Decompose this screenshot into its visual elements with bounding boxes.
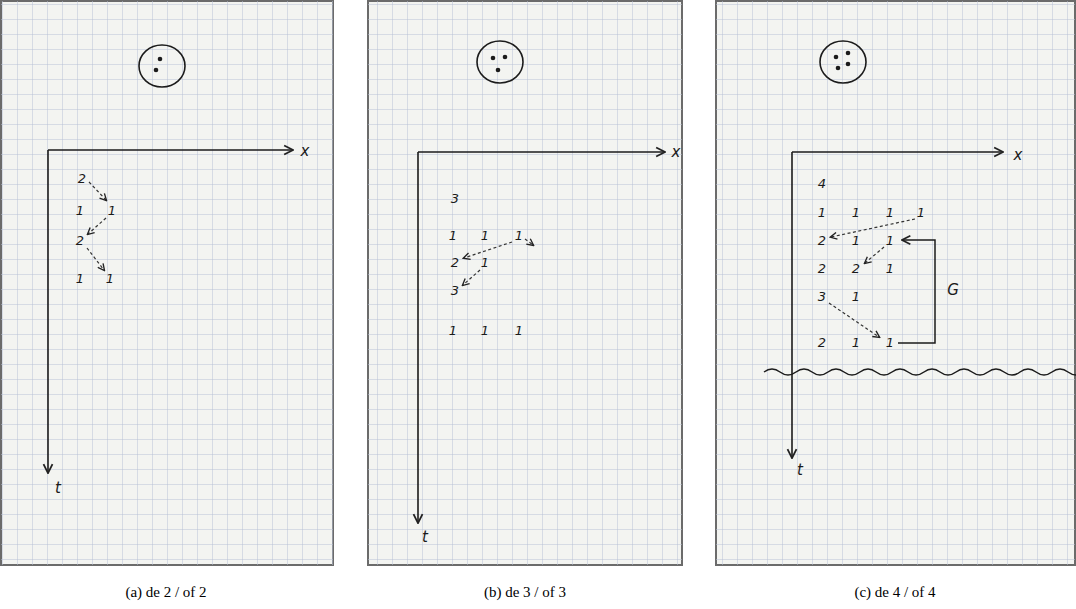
- cell-number: 3: [451, 284, 459, 297]
- axis-label: t: [422, 530, 428, 545]
- dashed-arrow: [87, 182, 915, 337]
- die-dot: [154, 51, 851, 73]
- cell-number: 1: [818, 206, 826, 219]
- cell-number: 1: [852, 206, 860, 219]
- cell-number: 1: [886, 206, 894, 219]
- caption: (b) de 3 / of 3: [484, 585, 566, 600]
- caption: (c) de 4 / of 4: [854, 585, 935, 600]
- cell-number: 1: [76, 204, 84, 217]
- cell-number: 3: [451, 192, 459, 205]
- cell-number: 1: [515, 229, 523, 242]
- cell-number: 2: [78, 172, 86, 185]
- cell-number: 1: [449, 324, 457, 337]
- cell-number: 1: [481, 324, 489, 337]
- cell-number: 1: [481, 229, 489, 242]
- cell-number: 1: [852, 234, 860, 247]
- cut-line: [764, 369, 1076, 375]
- cell-number: 2: [818, 262, 826, 275]
- die-face: [139, 41, 866, 87]
- axis-label: t: [797, 463, 803, 478]
- cell-number: 2: [818, 336, 826, 349]
- cell-number: 2: [451, 256, 459, 269]
- cell-number: 1: [76, 272, 84, 285]
- cell-number: 1: [886, 234, 894, 247]
- cell-number: 4: [818, 177, 826, 190]
- cell-number: 1: [515, 324, 523, 337]
- paper: [1, 1, 1075, 565]
- cell-number: 2: [818, 234, 826, 247]
- cell-number: 3: [818, 290, 826, 303]
- cell-number: 2: [852, 262, 860, 275]
- axis-label: x: [672, 145, 681, 160]
- cell-number: 1: [852, 336, 860, 349]
- cell-number: 1: [449, 229, 457, 242]
- axis-label: x: [1014, 148, 1023, 163]
- cell-number: 1: [481, 256, 489, 269]
- cell-number: 1: [886, 262, 894, 275]
- axis-label: x: [301, 144, 310, 159]
- cell-number: 1: [917, 206, 925, 219]
- cell-number: 1: [108, 204, 116, 217]
- axis-label: t: [55, 481, 61, 496]
- bracket: [898, 240, 935, 343]
- cell-number: 2: [76, 234, 84, 247]
- caption: (a) de 2 / of 2: [125, 585, 206, 600]
- cell-number: 1: [852, 290, 860, 303]
- axis: [48, 150, 1002, 522]
- group-label: G: [947, 283, 959, 298]
- cell-number: 1: [106, 272, 114, 285]
- cell-number: 1: [886, 336, 894, 349]
